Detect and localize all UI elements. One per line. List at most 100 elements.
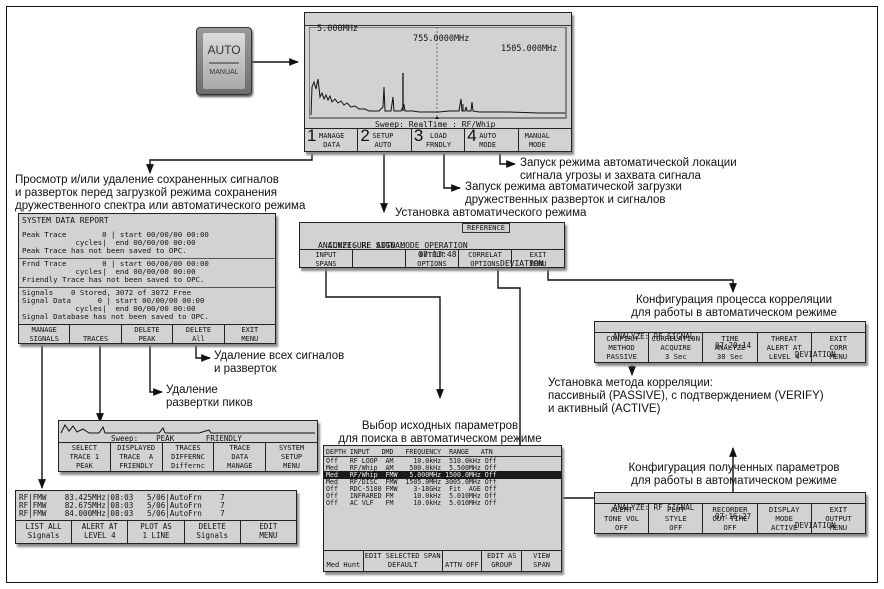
trace-softkeys: SELECT TRACE 1 PEAK DISPLAYED TRACE A FR… [59,442,317,471]
softkey-select-trace[interactable]: SELECT TRACE 1 PEAK [59,443,111,471]
softkey-edit-selected-span[interactable]: EDIT SELECTED SPAN DEFAULT [364,551,443,571]
caption-view-delete: Просмотр и/или удаление сохраненных сигн… [15,174,306,212]
output-softkeys: ALERT TONE VOL OFF PLOT STYLE OFF RECORD… [595,503,865,533]
report-row: Peak Trace 0 | start 00/00/00 00:00 [22,230,209,239]
arrow-delete-all [195,340,211,362]
softkey-delete-peak[interactable]: DELETE PEAK [122,325,174,343]
trace-sweep-line: Sweep: PEAK FRIENDLY [111,434,242,443]
softkey-plot-as[interactable]: PLOT AS 1 LINE [128,521,185,543]
report-row: Peak Trace has not been saved to OPC. [22,246,187,255]
softkey-system-setup[interactable]: SYSTEM SETUP MENU [278,444,305,470]
arrow-output-options [497,267,737,499]
status-line: ANALYZE: RF SIGNAL 07:16:27 DEVIATION [595,494,865,533]
softkey-edit-as-group[interactable]: EDIT AS GROUP [482,551,523,571]
softkey-edit-menu[interactable]: EDIT MENU [259,522,278,540]
softkey-time-analyze[interactable]: TIME ANALYZE 30 Sec [703,333,758,362]
output-screen: ANALYZE: RF SIGNAL 07:16:27 DEVIATION AL… [594,492,866,534]
arrow-input-spans [325,267,444,399]
softkey-auto-mode[interactable]: 4 AUTO MODE [465,126,519,151]
spectrum-plot [309,27,567,119]
status-right: DEVIATION [795,350,836,359]
signal-row[interactable]: RF|FMW 84.000MHz|08:03 5/06|AutoFrn 7 [19,509,225,518]
caption-received-config: Конфигурация полученных параметров для р… [628,462,840,487]
span-row[interactable]: Med RF/DISC FMW 1505.0MHz 3005.0MHz Off [326,478,497,486]
softkey-number: 2 [360,126,370,145]
caption-select-params: Выбор исходных параметров для поиска в а… [338,420,542,445]
softkey-alert-tone[interactable]: ALERT TONE VOL OFF [595,504,650,533]
caption-delete-all: Удаление всех сигналов и разверток [214,350,345,375]
softkey-alert-at[interactable]: ALERT AT LEVEL 4 [72,521,129,543]
arrow-delete-peak [149,340,163,396]
softkey-label: MANUAL MODE [524,132,550,149]
softkey-recorder-out[interactable]: RECORDER OUT TIME OFF [703,504,758,533]
softkey-correlat-options[interactable]: CORRELAT OPTIONS [459,250,512,267]
softkey-blank[interactable] [353,250,406,267]
softkey-traces[interactable]: TRACES [70,325,122,343]
softkey-number: 3 [413,126,424,145]
report-title: SYSTEM DATA REPORT [22,216,109,225]
spectrum-screen: 5.000MHz 755.0000MHz 1505.000MHz Sweep: … [304,12,572,152]
softkey-manage-signals[interactable]: MANAGE SIGNALS [19,325,71,343]
softkey-manage-data[interactable]: 1 MANAGE DATA [305,127,359,151]
signals-softkeys: LIST ALL Signals ALERT AT LEVEL 4 PLOT A… [16,520,296,543]
span-row-selected[interactable]: Med RF/Whip FMW 5.000MHz 1500.0MHz Off [324,471,561,479]
spectrum-softkeys: 1 MANAGE DATA 2 SETUP AUTO 3 LOAD FRNDLY… [305,126,571,151]
softkey-view-span[interactable]: VIEW SPAN [533,552,550,569]
softkey-threat-alert[interactable]: THREAT ALERT AT LEVEL 4 [758,333,812,362]
status-left: ANALYZE: RF SIGNAL [613,332,695,341]
softkey-trace-data[interactable]: TRACE DATA MANAGE [214,443,267,471]
softkey-load-frndly[interactable]: 3 LOAD FRNDLY [412,126,466,151]
span-row[interactable]: Off AC VLF FM 10.0kHz 5.010MHz Off [326,499,497,507]
caption-correlation-method: Установка метода корреляции: пассивный (… [548,377,824,415]
span-row[interactable]: Med RF/Whip AM 500.0kHz 5.500MHz Off [326,464,497,472]
freq-stop: 1505.000MHz [501,44,558,54]
span-row[interactable]: Off RDC-5100 FMW 3-18GHz Fit AGE Off [326,485,497,493]
signal-row[interactable]: RF|FMW 83.425MHz|08:03 5/06|AutoFrn 7 [19,493,225,502]
caption-auto-setup: Установка автоматического режима [395,207,587,219]
softkey-delete-signals[interactable]: DELETE Signals [185,521,241,543]
signal-row[interactable]: RF|FMW 82.675MHz|08:03 5/06|AutoFrn 7 [19,501,225,510]
softkey-plot-style[interactable]: PLOT STYLE OFF [649,504,704,533]
softkey-display-mode[interactable]: DISPLAY MODE ACTIVE [758,504,812,533]
status-right: DEVIATION [500,259,544,268]
freq-start: 5.000MHz [317,24,358,34]
arrow-correlat-options [547,267,737,293]
span-row[interactable]: Off RF LOOP AM 10.0kHz 510.0kHz Off [326,457,497,465]
correlation-softkeys: CONFIRM METHOD PASSIVE CORRELATION ACQUI… [595,332,865,362]
softkey-confirm-method[interactable]: CONFIRM METHOD PASSIVE [595,333,650,362]
status-left: ANALYZE: RF SIGNAL [318,241,405,250]
softkey-input-spans[interactable]: INPUT SPANS [300,250,353,267]
span-row[interactable]: Off INFRARED FM 10.0kHz 5.010MHz Off [326,492,497,500]
auto-manual-button[interactable]: AUTO MANUAL [196,27,252,95]
status-right: DEVIATION [795,521,836,530]
report-row: cycles| end 00/00/00 00:00 [22,267,196,276]
softkey-output-options[interactable]: OUTPUT OPTIONS [406,250,459,267]
softkey-exit-corr[interactable]: EXIT CORR MENU [829,334,848,361]
reference-tab: REFERENCE [462,223,510,233]
diagram-frame [6,6,878,583]
softkey-label: SETUP AUTO [372,132,394,149]
spans-header: DEPTH INPUT DMD FREQUENCY RANGE ATN [324,448,561,457]
softkey-manual-mode[interactable]: MANUAL MODE [519,129,571,151]
freq-center: 755.0000MHz [413,34,470,44]
sweep-status: Sweep: RealTime : RF/Whip [375,120,496,129]
screen-title: CONFIGURE AUTO MODE OPERATION [328,241,468,250]
softkey-number: 4 [467,126,477,145]
caption-auto-load: Запуск режима автоматической загрузки др… [465,181,682,206]
correlation-screen: ANALYZE: RF SIGNAL 07:20:14 DEVIATION CO… [594,321,866,363]
softkey-delete-all[interactable]: DELETE All [173,325,225,343]
input-spans-screen: DEPTH INPUT DMD FREQUENCY RANGE ATN Off … [323,445,562,572]
softkey-correlation-acquire[interactable]: CORRELATION ACQUIRE 3 Sec [649,333,704,362]
softkey-exit-output[interactable]: EXIT OUTPUT MENU [825,505,852,532]
softkey-attn-off[interactable]: ATTN OFF [443,551,483,571]
arrow-manage-data [146,148,313,174]
softkey-exit-menu[interactable]: EXIT MENU [529,251,547,268]
softkey-traces-differnc[interactable]: TRACES DIFFERNC Differnc [163,443,215,471]
softkey-list-all[interactable]: LIST ALL Signals [16,521,73,543]
softkey-displayed-trace[interactable]: DISPLAYED TRACE A FRIENDLY [111,443,163,471]
status-line: ANALYZE: RF SIGNAL 07:13:48 DEVIATION [300,232,564,268]
softkey-med-hunt[interactable]: Med Hunt [324,551,364,571]
softkey-exit-menu[interactable]: EXIT MENU [241,326,259,343]
softkey-setup-auto[interactable]: 2 SETUP AUTO [358,126,412,151]
config-softkeys: INPUT SPANS OUTPUT OPTIONS CORRELAT OPTI… [300,249,564,267]
